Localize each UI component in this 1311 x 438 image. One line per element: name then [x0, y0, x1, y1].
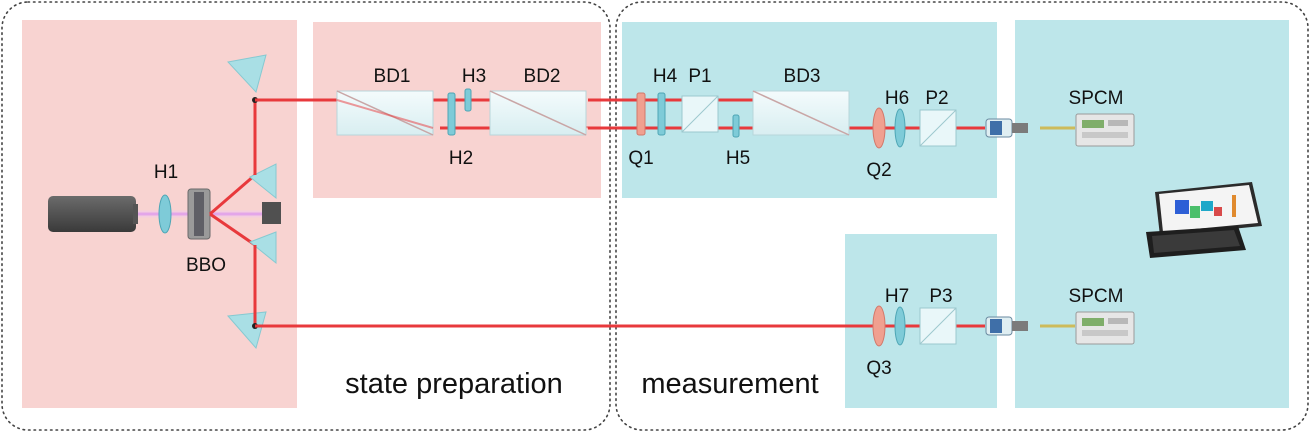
- label-bd3: BD3: [784, 66, 821, 87]
- label-p3: P3: [929, 286, 952, 307]
- label-h3: H3: [462, 66, 486, 87]
- h3-waveplate: [464, 88, 472, 112]
- label-h6: H6: [885, 88, 909, 109]
- label-bbo: BBO: [186, 255, 226, 276]
- h4-waveplate: [657, 92, 666, 136]
- laser-icon: [48, 196, 136, 232]
- h6-waveplate: [894, 108, 906, 148]
- label-bd2: BD2: [524, 66, 561, 87]
- photon-cone-lower: [209, 212, 256, 247]
- label-h1: H1: [154, 162, 178, 183]
- laser-aperture: [133, 204, 138, 224]
- bd1-walkoff: [336, 99, 434, 129]
- label-h2: H2: [449, 148, 473, 169]
- bd2-interface: [489, 90, 587, 136]
- spcm-detector-icon: [1075, 311, 1135, 345]
- photon-cone-upper: [209, 173, 256, 216]
- prism-top: [227, 54, 267, 93]
- p3-diagonal: [919, 307, 957, 345]
- spcm-detector-icon: [1075, 113, 1135, 147]
- bd3-interface: [752, 90, 850, 136]
- h2-waveplate: [447, 92, 456, 136]
- q3-waveplate: [872, 305, 886, 347]
- p2-diagonal: [919, 109, 957, 147]
- label-q3: Q3: [866, 358, 891, 379]
- h1-waveplate: [158, 194, 172, 234]
- section-title-state-preparation: state preparation: [345, 368, 563, 400]
- p1-diagonal: [681, 95, 719, 133]
- label-spcm-top: SPCM: [1069, 88, 1124, 109]
- q2-waveplate: [872, 107, 886, 149]
- bbo-crystal: [194, 192, 204, 236]
- prism-upper: [249, 163, 277, 200]
- label-q1: Q1: [628, 148, 653, 169]
- section-title-measurement: measurement: [641, 368, 818, 400]
- label-p2: P2: [925, 88, 948, 109]
- label-p1: P1: [688, 66, 711, 87]
- prism-lower: [249, 231, 277, 265]
- state-preparation-boundary: [1, 1, 611, 431]
- fiber-coupler-icon: [985, 118, 1028, 138]
- label-h5: H5: [726, 148, 750, 169]
- q1-waveplate: [636, 92, 646, 136]
- label-bd1: BD1: [374, 66, 411, 87]
- h5-waveplate: [732, 114, 740, 138]
- measurement-boundary: [615, 1, 1309, 431]
- label-q2: Q2: [866, 160, 891, 181]
- beam-dump: [262, 202, 281, 224]
- label-h4: H4: [653, 66, 678, 87]
- label-h7: H7: [885, 286, 909, 307]
- h7-waveplate: [894, 306, 906, 346]
- monitor-icon: [1155, 182, 1262, 236]
- fiber-coupler-icon: [985, 316, 1028, 336]
- keyboard-icon: [1146, 226, 1246, 258]
- label-spcm-bottom: SPCM: [1069, 286, 1124, 307]
